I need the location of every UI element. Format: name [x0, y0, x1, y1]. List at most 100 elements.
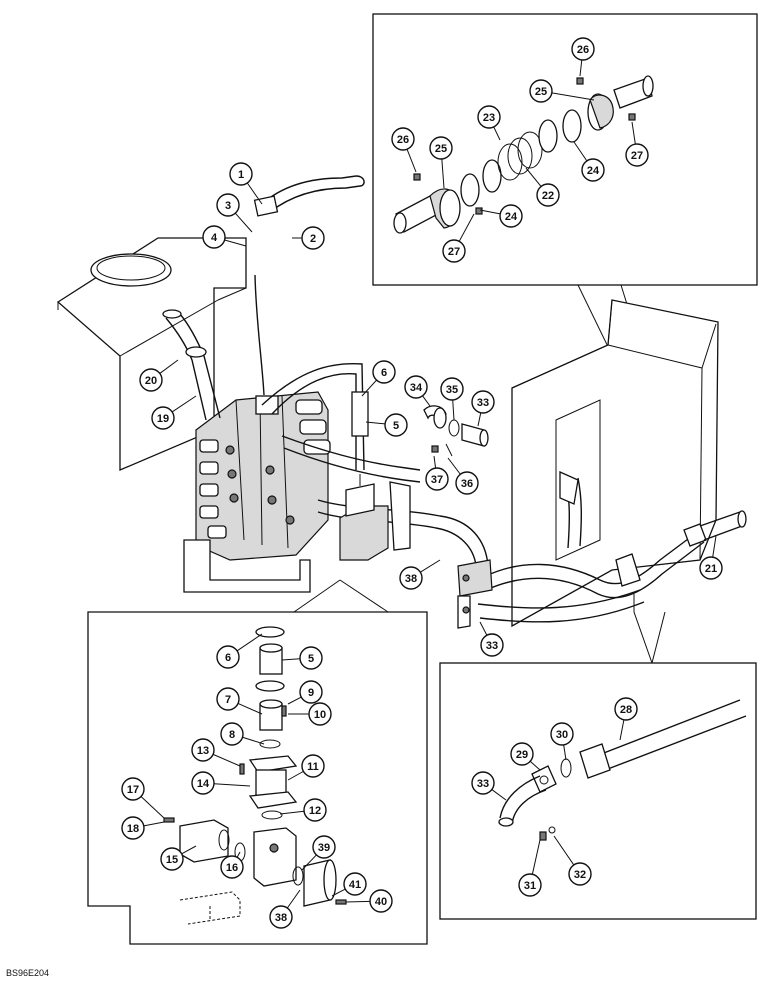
callout-41: 41	[331, 872, 367, 897]
callout-33: 33	[471, 390, 495, 427]
callout-10: 10	[288, 702, 332, 726]
callout-9: 9	[287, 680, 323, 705]
leader-line	[361, 379, 377, 397]
callout-label: 4	[211, 232, 218, 244]
detail-frame-valve-manifold	[87, 611, 428, 945]
callout-circle	[151, 406, 175, 430]
callout-label: 2	[310, 233, 316, 245]
callout-37: 37	[425, 455, 449, 491]
callout-label: 22	[542, 190, 554, 202]
leader-line	[365, 421, 386, 425]
callout-5: 5	[281, 646, 323, 670]
callout-circle	[699, 556, 723, 580]
callout-24: 24	[479, 204, 523, 228]
callout-circle	[536, 183, 560, 207]
callout-label: 24	[587, 165, 600, 177]
callout-label: 27	[631, 150, 643, 162]
leader-line	[712, 535, 717, 558]
callout-label: 14	[197, 778, 210, 790]
callout-29: 29	[510, 742, 541, 771]
callout-label: 34	[410, 382, 423, 394]
callout-label: 38	[405, 573, 417, 585]
callout-33: 33	[471, 771, 507, 801]
callout-circle	[216, 645, 240, 669]
callout-circle	[220, 722, 244, 746]
callout-label: 20	[145, 375, 157, 387]
leader-line	[301, 854, 317, 871]
callout-circle	[425, 467, 449, 491]
callout-label: 32	[574, 869, 586, 881]
callout-label: 11	[307, 761, 319, 773]
callout-label: 8	[229, 729, 235, 741]
callout-circle	[399, 566, 423, 590]
callout-circle	[404, 375, 428, 399]
leader-line	[212, 753, 241, 767]
callout-6: 6	[216, 633, 263, 669]
callout-circle	[191, 738, 215, 762]
callout-label: 10	[314, 709, 326, 721]
callout-32: 32	[553, 835, 592, 886]
callout-label: 24	[505, 211, 518, 223]
leader-line	[287, 696, 302, 705]
leader-line	[181, 845, 197, 855]
callout-circle	[529, 79, 553, 103]
callout-label: 19	[157, 413, 169, 425]
callout-label: 23	[483, 112, 495, 124]
return-tube	[253, 175, 365, 396]
callout-35: 35	[440, 377, 464, 421]
callout-31: 31	[518, 839, 542, 897]
callout-circle	[308, 702, 332, 726]
callout-circle	[220, 855, 244, 879]
callout-circle	[568, 862, 592, 886]
callout-circle	[216, 687, 240, 711]
detail-hose-clamps	[393, 75, 654, 234]
leader-line	[236, 851, 241, 858]
leader-line	[563, 744, 567, 761]
callout-label: 5	[308, 653, 314, 665]
callout-label: 27	[448, 246, 460, 258]
leader-line	[224, 239, 247, 247]
callout-36: 36	[447, 457, 479, 495]
leader-line	[406, 149, 417, 173]
leader-line	[171, 395, 197, 413]
callout-14: 14	[191, 771, 251, 795]
callout-label: 25	[435, 143, 447, 155]
leader-line	[331, 888, 346, 897]
callout-label: 26	[577, 44, 589, 56]
callout-circle	[455, 471, 479, 495]
callout-label: 7	[225, 694, 231, 706]
callout-label: 33	[486, 640, 498, 652]
valve-hoses	[281, 435, 489, 567]
callout-circle	[372, 360, 396, 384]
hydraulic-tank	[56, 237, 247, 471]
callout-23: 23	[477, 105, 501, 141]
callout-circle	[303, 798, 327, 822]
callout-circle	[440, 377, 464, 401]
callout-19: 19	[151, 395, 197, 430]
leader-line	[420, 559, 441, 573]
leader-line	[433, 455, 437, 469]
callout-label: 6	[225, 652, 231, 664]
callout-circle	[477, 105, 501, 129]
leader-line	[579, 59, 583, 77]
leader-line	[234, 212, 253, 233]
callout-13: 13	[191, 738, 241, 767]
callout-label: 1	[238, 169, 244, 181]
leader-line	[479, 621, 488, 636]
callout-16: 16	[220, 851, 244, 879]
callout-label: 13	[197, 745, 209, 757]
callout-circle	[299, 646, 323, 670]
leader-line	[236, 633, 263, 652]
oil-cooler	[511, 299, 719, 628]
control-valve	[183, 391, 331, 593]
leader-line	[143, 821, 165, 827]
callout-circle	[139, 368, 163, 392]
callout-label: 31	[524, 880, 536, 892]
callout-circle	[518, 873, 542, 897]
callout-21: 21	[699, 535, 723, 580]
callout-6: 6	[361, 360, 396, 397]
callout-label: 37	[431, 474, 443, 486]
callout-circle	[614, 697, 638, 721]
callout-25: 25	[429, 136, 453, 189]
